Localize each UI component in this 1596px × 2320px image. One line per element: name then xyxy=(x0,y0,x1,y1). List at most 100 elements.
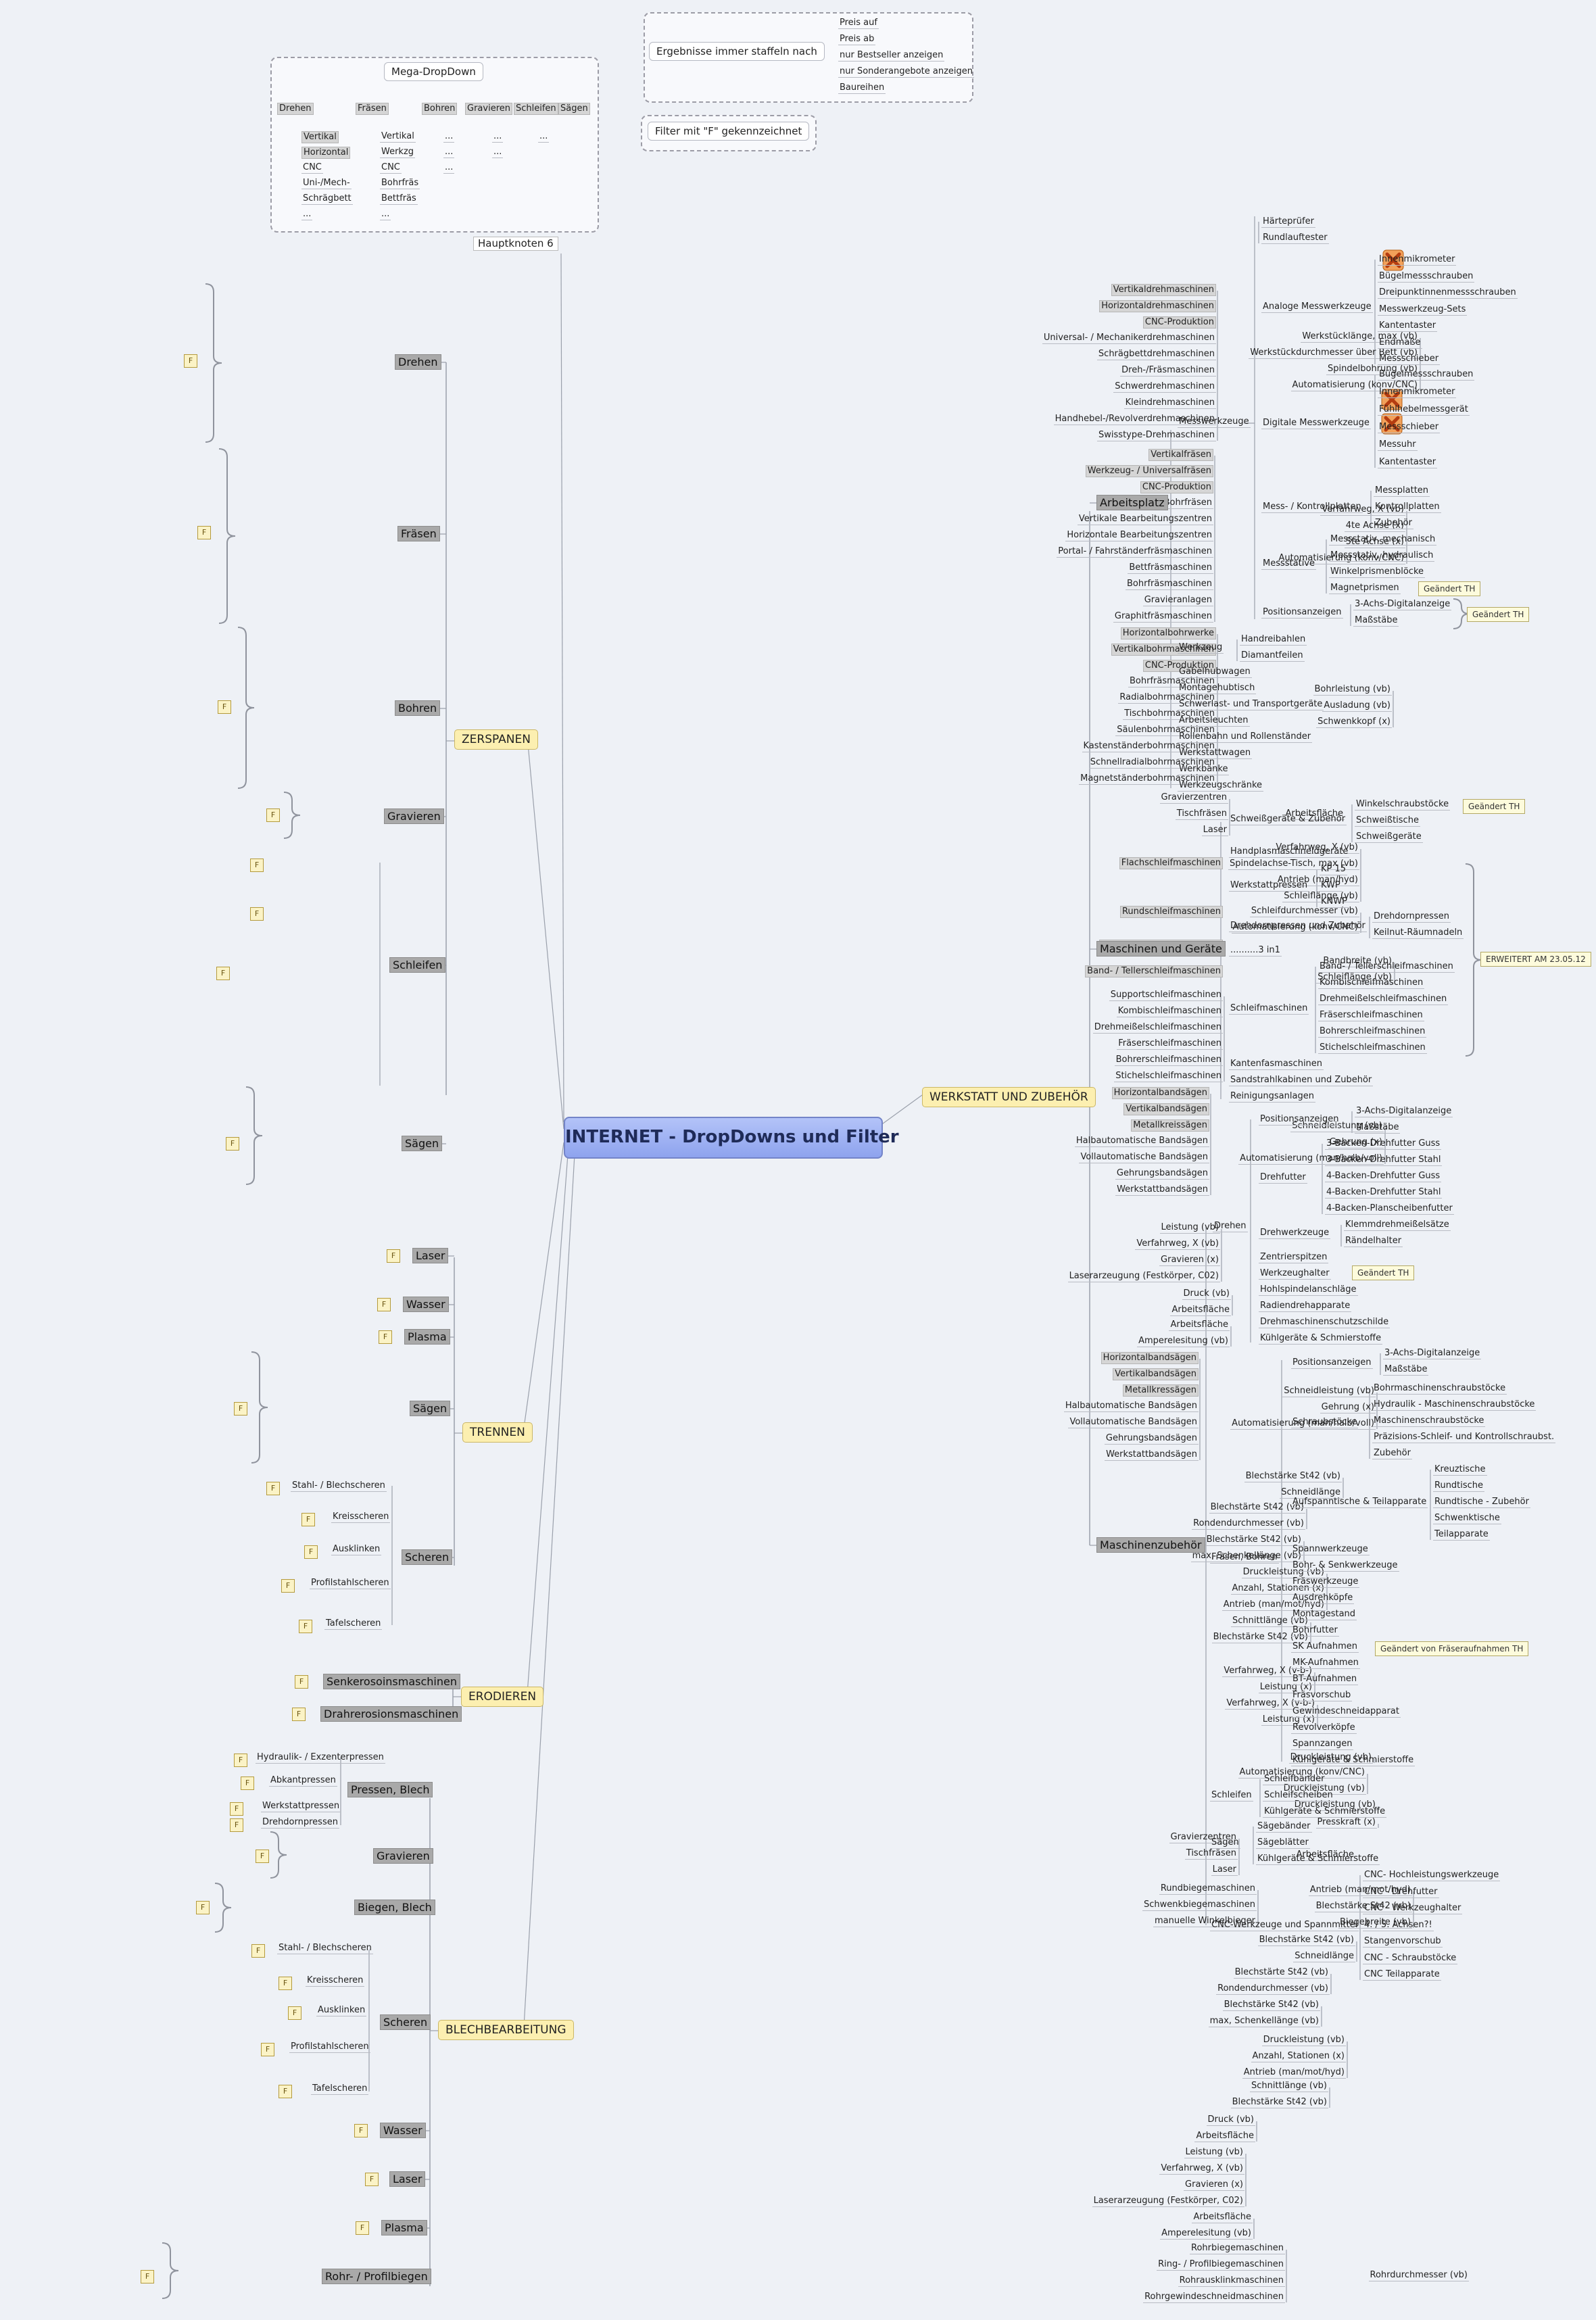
arbeitsplatz-item: Arbeitsleuchten xyxy=(1178,715,1250,727)
b-scheren-aus: Ausklinken xyxy=(316,2005,367,2016)
sub-gravieren[interactable]: Gravieren xyxy=(384,808,444,824)
saegen-filter: Schneidleistung (vb) xyxy=(1290,1121,1384,1132)
drehen-item: Drehmaschinenschutzschilde xyxy=(1259,1317,1391,1328)
fraesen-filter: 4te Achse (x) xyxy=(1344,521,1405,532)
topic-trennen[interactable]: TRENNEN xyxy=(462,1422,533,1443)
drehen-item: Swisstype-Drehmaschinen xyxy=(1097,430,1216,441)
trennen-scheren[interactable]: Scheren xyxy=(402,1549,453,1565)
aufspann-item: Rundtische - Zubehör xyxy=(1433,1497,1530,1508)
saegen-zubehoer-item: Sägebänder xyxy=(1256,1821,1312,1833)
t-saegen-item: Halbautomatische Bandsägen xyxy=(1063,1401,1199,1412)
topic-werkstatt-zubehoer[interactable]: WERKSTATT UND ZUBEHÖR xyxy=(922,1087,1096,1107)
schweissgeraete: Schweißgeräte & Zubehör xyxy=(1229,814,1347,825)
blech-scheren[interactable]: Scheren xyxy=(380,2014,431,2030)
mega-dropdown-box xyxy=(270,57,599,233)
bohren-item: Kastenständerbohrmaschinen xyxy=(1082,741,1216,752)
flach-filter-marker: F xyxy=(250,859,264,872)
erodieren-senk[interactable]: Senkerosoinsmaschinen xyxy=(323,1674,460,1689)
erodieren-draht[interactable]: Drahrerosionsmaschinen xyxy=(320,1706,462,1722)
t-scheren-filter: Antrieb (man/mot/hyd) xyxy=(1222,1599,1326,1611)
sub-maschinen[interactable]: Maschinen und Geräte xyxy=(1096,941,1226,957)
mega-more-item: ... xyxy=(492,147,504,158)
sub-drehen[interactable]: Drehen xyxy=(395,354,441,370)
drehdorn-item: Drehdornpressen xyxy=(1372,911,1451,923)
bohren-filter: Ausladung (vb) xyxy=(1322,700,1392,712)
trennen-laser[interactable]: Laser xyxy=(412,1248,449,1263)
fraesen-item: SK Aufnahmen xyxy=(1291,1641,1359,1653)
werkzeug-item: Handreibahlen xyxy=(1240,634,1307,646)
blech-laser[interactable]: Laser xyxy=(389,2171,426,2187)
topic-zerspanen[interactable]: ZERSPANEN xyxy=(454,729,538,750)
mega-drehen-item: Uni-/Mech- xyxy=(301,178,352,189)
cnc-item: CNC - Schraubstöcke xyxy=(1363,1952,1458,1964)
fraesen-item: BT-Aufnahmen xyxy=(1291,1674,1359,1685)
bohren-item: Vertikalbohrmaschinen xyxy=(1111,644,1216,656)
sub-arbeitsplatz[interactable]: Arbeitsplatz xyxy=(1096,495,1168,510)
t-saegen-filter: Automatisierung (man/halb/voll) xyxy=(1230,1418,1376,1430)
fraesen-bohren: Fräsen, Bohren xyxy=(1210,1552,1279,1564)
blech-plasma[interactable]: Plasma xyxy=(381,2220,427,2236)
werkpressen-item: KP 15 xyxy=(1320,864,1348,875)
f-positionsanzeigen: Positionsanzeigen xyxy=(1291,1357,1373,1369)
blech-rohr[interactable]: Rohr- / Profilbiegen xyxy=(322,2269,431,2284)
drehen-item: Schwerdrehmaschinen xyxy=(1113,381,1216,393)
staffeln-option: nur Sonderangebote anzeigen xyxy=(838,66,975,78)
sub-saegen[interactable]: Sägen xyxy=(402,1136,443,1151)
e-draht-filter: Leistung (x) xyxy=(1261,1714,1316,1726)
mega-column-1: Fräsen xyxy=(356,103,389,115)
trennen-wasser[interactable]: Wasser xyxy=(403,1297,449,1312)
arbeitsplatz-item: Schwerlast- und Transportgeräte xyxy=(1178,699,1324,710)
sub-maschinenzubehoer[interactable]: Maschinenzubehör xyxy=(1096,1537,1205,1553)
schraubstock-item: Maschinenschraubstöcke xyxy=(1372,1416,1486,1427)
topic-erodieren[interactable]: ERODIEREN xyxy=(461,1687,544,1707)
b-scheren-filter: Schnittlänge (vb) xyxy=(1250,2081,1328,2092)
fraesen-item: Graphitfräsmaschinen xyxy=(1113,611,1213,623)
rund-filter: Schleifdurchmesser (vb) xyxy=(1249,906,1359,917)
schleif-item: Stichelschleifmaschinen xyxy=(1318,1042,1427,1054)
t-scheren-filter: Blechstärte St42 (vb) xyxy=(1209,1502,1305,1514)
blech-pressen[interactable]: Pressen, Blech xyxy=(347,1782,433,1797)
note-geaendert-werkzeughalter: Geändert TH xyxy=(1352,1265,1415,1280)
t-scheren-kreis: Kreisscheren xyxy=(331,1512,391,1523)
blech-biegen[interactable]: Biegen, Blech xyxy=(354,1900,435,1915)
zubehoer-schleifen: Schleifen xyxy=(1210,1790,1253,1802)
d-positionsanzeigen: Positionsanzeigen xyxy=(1259,1114,1340,1126)
aufspann-item: Rundtische xyxy=(1433,1480,1485,1492)
sub-schleifen[interactable]: Schleifen xyxy=(389,957,446,973)
sub-bohren[interactable]: Bohren xyxy=(395,700,441,716)
mega-drehen-item: Schrägbett xyxy=(301,193,353,205)
drehen-filter-marker: F xyxy=(184,354,197,368)
bohren-item: Magnetständerbohrmaschinen xyxy=(1079,773,1216,785)
t-laser-filter: Leistung (vb) xyxy=(1159,1222,1220,1234)
b-scheren-stahl: Stahl- / Blechscheren xyxy=(277,1943,373,1954)
b-laser-filter: Leistung (vb) xyxy=(1184,2147,1244,2158)
saegen-zubehoer-item: Kühlgeräte & Schmierstoffe xyxy=(1256,1854,1380,1865)
drehen-item: Universal- / Mechanikerdrehmaschinen xyxy=(1042,333,1216,344)
cnc-werkzeuge: CNC-Werkzeuge und Spannmittel xyxy=(1210,1920,1359,1931)
topic-blechbearbeitung[interactable]: BLECHBEARBEITUNG xyxy=(438,2020,574,2040)
mega-more-item: ... xyxy=(443,162,455,174)
drehfutter-item: 4-Backen-Drehfutter Guss xyxy=(1325,1171,1442,1182)
t-saegen-item: Gehrungsbandsägen xyxy=(1104,1433,1199,1445)
trennen-saegen[interactable]: Sägen xyxy=(410,1401,451,1416)
stative-item: Winkelprismenblöcke xyxy=(1329,566,1426,578)
mega-more-item: ... xyxy=(538,131,550,143)
t-scheren-profil: Profilstahlscheren xyxy=(310,1578,391,1589)
b-rohr-item: Rohrgewindeschneidmaschinen xyxy=(1143,2292,1285,2303)
schleifen-zubehoer-item: Schleifbänder xyxy=(1263,1774,1326,1785)
drehen-item: Horizontaldrehmaschinen xyxy=(1099,300,1216,312)
mess-item: Härteprüfer xyxy=(1261,216,1315,228)
blech-wasser[interactable]: Wasser xyxy=(380,2123,426,2138)
stative-item: Magnetprismen xyxy=(1329,583,1401,594)
b-rohr-item: Rohrausklinkmaschinen xyxy=(1178,2275,1285,2287)
sub-fraesen[interactable]: Fräsen xyxy=(397,526,440,541)
trennen-plasma[interactable]: Plasma xyxy=(404,1329,450,1345)
schleifen-item: Bohrerschleifmaschinen xyxy=(1114,1055,1223,1066)
drehen-item: Kleindrehmaschinen xyxy=(1123,397,1216,409)
b-gravieren-filter-marker: F xyxy=(256,1850,269,1863)
blech-gravieren[interactable]: Gravieren xyxy=(373,1848,433,1864)
fraesen-item: Gewindeschneidapparat xyxy=(1291,1706,1401,1718)
note-erweitert: ERWEITERT AM 23.05.12 xyxy=(1480,952,1591,967)
aufspann-item: Schwenktische xyxy=(1433,1513,1501,1524)
mega-column-3: Gravieren xyxy=(465,103,512,115)
